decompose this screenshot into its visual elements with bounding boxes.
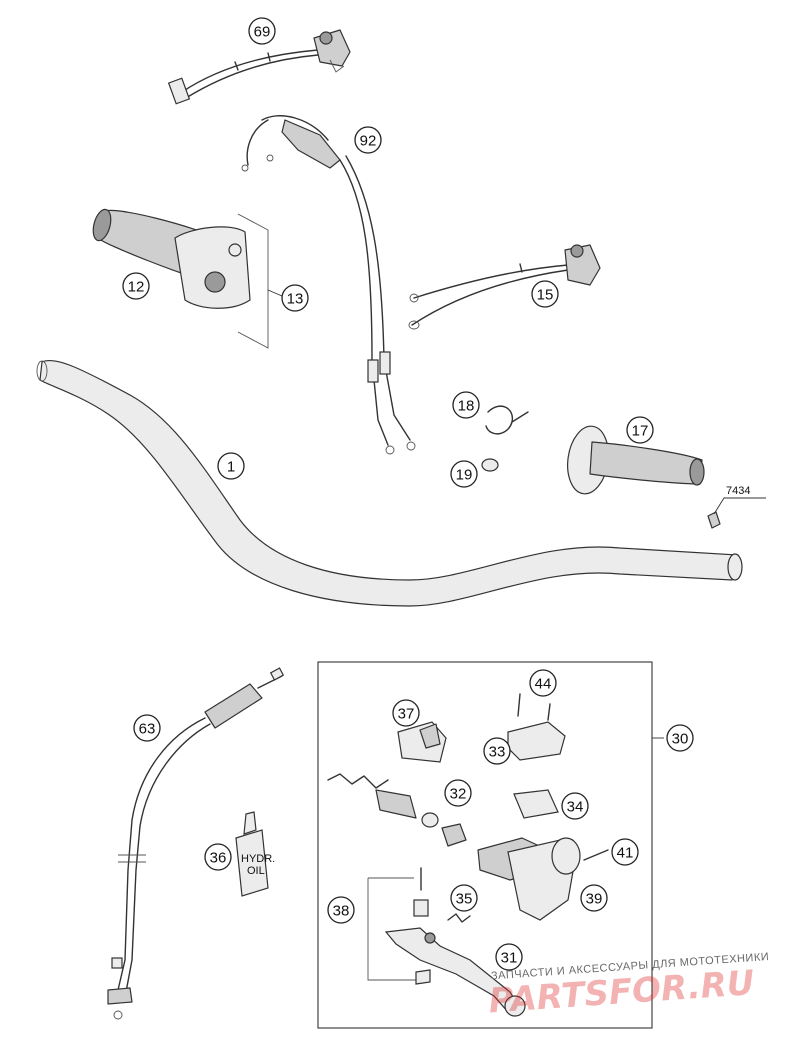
callout-63: 63 xyxy=(133,714,161,742)
callout-number: 13 xyxy=(287,291,304,308)
bottle-label-line2: OIL xyxy=(247,865,265,877)
callout-number: 33 xyxy=(489,744,506,761)
callout-34: 34 xyxy=(561,792,589,820)
part-17-left-grip xyxy=(567,425,705,495)
callout-number: 32 xyxy=(450,786,467,803)
callout-32: 32 xyxy=(444,779,472,807)
callout-35: 35 xyxy=(450,884,478,912)
part-13-throttle-housing-outline xyxy=(237,213,283,349)
callout-circle xyxy=(327,896,355,924)
part-37-clamp xyxy=(397,721,447,763)
callout-15: 15 xyxy=(531,280,559,308)
callout-number: 63 xyxy=(139,721,156,738)
callout-number: 36 xyxy=(210,850,227,867)
callout-number: 39 xyxy=(586,891,603,908)
callout-number: 69 xyxy=(254,24,271,41)
part-15-kill-switch xyxy=(408,244,601,330)
callout-39: 39 xyxy=(580,884,608,912)
callout-38: 38 xyxy=(327,896,355,924)
callout-circle xyxy=(529,669,557,697)
part-36-hydraulic-oil-bottle: HYDR. OIL xyxy=(235,811,275,897)
callout-33: 33 xyxy=(483,737,511,765)
callout-12: 12 xyxy=(122,272,150,300)
callout-17: 17 xyxy=(626,416,654,444)
reference-code-7434: 7434 xyxy=(726,485,750,497)
callout-19: 19 xyxy=(450,460,478,488)
callout-circle xyxy=(580,884,608,912)
callout-circle xyxy=(626,416,654,444)
callout-36: 36 xyxy=(204,843,232,871)
callout-69: 69 xyxy=(248,17,276,45)
callout-92: 92 xyxy=(354,126,382,154)
callout-number: 31 xyxy=(501,950,518,967)
callout-circle xyxy=(122,272,150,300)
callout-circle xyxy=(450,460,478,488)
callout-37: 37 xyxy=(392,699,420,727)
callout-13: 13 xyxy=(281,284,309,312)
callout-number: 41 xyxy=(617,845,634,862)
callout-number: 44 xyxy=(535,676,552,693)
callout-number: 35 xyxy=(456,891,473,908)
callout-number: 17 xyxy=(632,423,649,440)
callout-number: 15 xyxy=(537,287,554,304)
part-44-screws xyxy=(517,693,551,721)
part-34-bracket xyxy=(513,789,559,819)
part-92-throttle-cables xyxy=(241,115,416,455)
callout-circle xyxy=(204,843,232,871)
callout-number: 92 xyxy=(360,133,377,150)
part-12-throttle-grip xyxy=(92,208,251,309)
watermark: ЗАПЧАСТИ И АКСЕССУАРЫ ДЛЯ МОТОТЕХНИКИ PA… xyxy=(487,951,769,1022)
part-69-switch-cable xyxy=(167,29,351,105)
part-19-end-cap xyxy=(481,458,499,472)
part-30-master-cylinder-box xyxy=(317,661,664,1029)
callout-18: 18 xyxy=(452,391,480,419)
callout-circle xyxy=(452,391,480,419)
callout-circle xyxy=(611,838,639,866)
callout-circle xyxy=(248,17,276,45)
callout-number: 37 xyxy=(398,706,415,723)
callout-number: 38 xyxy=(333,903,350,920)
part-31-brake-lever xyxy=(384,927,526,1017)
part-1-handlebar xyxy=(36,359,743,607)
callouts-layer: 69 92 12 13 15 18 17 1 19 44 37 33 30 63 32 34 41 36 39 35 3… xyxy=(122,17,694,971)
callout-circle xyxy=(531,280,559,308)
callout-circle xyxy=(483,737,511,765)
part-32-piston-kit xyxy=(327,773,467,847)
callout-circle xyxy=(217,452,245,480)
callout-number: 19 xyxy=(456,467,473,484)
part-39-master-cylinder-body xyxy=(477,837,581,921)
callout-30: 30 xyxy=(666,724,694,752)
callout-number: 1 xyxy=(227,459,235,476)
callout-number: 18 xyxy=(458,398,475,415)
part-63-brake-hose xyxy=(107,667,285,1020)
callout-44: 44 xyxy=(529,669,557,697)
callout-circle xyxy=(495,943,523,971)
callout-31: 31 xyxy=(495,943,523,971)
part-18-cable-tie xyxy=(485,405,529,435)
bottle-label-line1: HYDR. xyxy=(241,853,275,865)
part-35-spring xyxy=(447,913,471,923)
callout-number: 34 xyxy=(567,799,584,816)
part-7434-clip xyxy=(707,497,766,529)
callout-circle xyxy=(133,714,161,742)
part-33-reservoir-cover xyxy=(507,721,566,761)
callout-circle xyxy=(392,699,420,727)
callout-circle xyxy=(354,126,382,154)
callout-circle xyxy=(281,284,309,312)
part-38-pivot-bolt xyxy=(367,867,431,985)
part-41-bolt xyxy=(583,849,609,861)
callout-41: 41 xyxy=(611,838,639,866)
callout-1: 1 xyxy=(217,452,245,480)
callout-number: 12 xyxy=(128,279,145,296)
callout-number: 30 xyxy=(672,731,689,748)
callout-circle xyxy=(450,884,478,912)
callout-circle xyxy=(666,724,694,752)
callout-circle xyxy=(561,792,589,820)
callout-circle xyxy=(444,779,472,807)
